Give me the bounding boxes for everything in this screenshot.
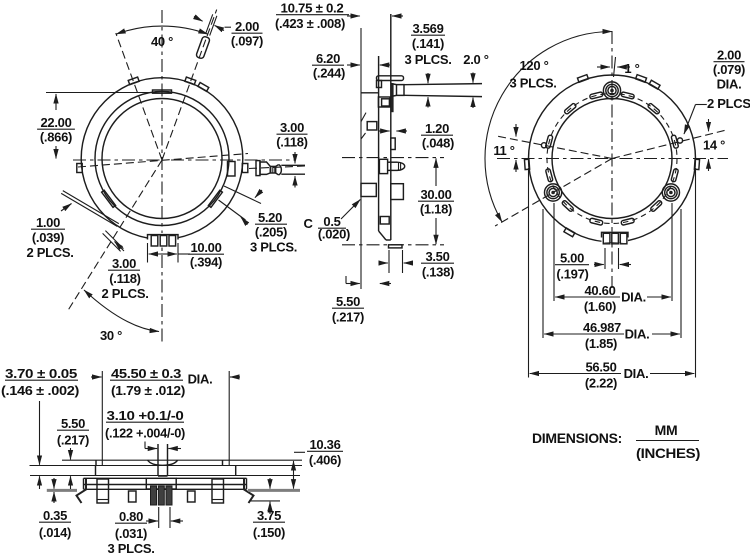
svg-text:2.00: 2.00	[235, 19, 259, 34]
svg-text:(.146 ± .002): (.146 ± .002)	[1, 383, 79, 398]
svg-text:5.50: 5.50	[336, 294, 360, 309]
svg-text:3.70 ± 0.05: 3.70 ± 0.05	[5, 366, 77, 381]
svg-text:(.031): (.031)	[115, 526, 147, 541]
svg-text:(.406): (.406)	[309, 453, 341, 468]
svg-text:C: C	[303, 216, 313, 231]
svg-text:3.00: 3.00	[280, 120, 304, 135]
svg-text:45.50 ± 0.3: 45.50 ± 0.3	[111, 366, 181, 381]
svg-text:(.079): (.079)	[713, 62, 745, 77]
svg-text:5.50: 5.50	[61, 416, 85, 431]
svg-text:(1.60): (1.60)	[584, 299, 616, 314]
svg-text:(.866): (.866)	[40, 130, 72, 145]
svg-text:(1.85): (1.85)	[585, 336, 617, 351]
svg-text:14 °: 14 °	[703, 138, 725, 153]
svg-text:(.150): (.150)	[253, 525, 285, 540]
svg-text:(.097): (.097)	[231, 34, 263, 49]
svg-text:3.50: 3.50	[425, 249, 449, 264]
svg-text:DIA.: DIA.	[624, 366, 649, 381]
svg-text:(.048): (.048)	[422, 136, 454, 151]
svg-text:0.5: 0.5	[323, 214, 340, 229]
svg-text:2 PLCS.: 2 PLCS.	[26, 245, 73, 260]
svg-text:6.20: 6.20	[316, 51, 340, 66]
svg-text:(.217): (.217)	[57, 433, 89, 448]
svg-text:1.00: 1.00	[36, 215, 60, 230]
svg-text:(.118): (.118)	[276, 135, 307, 150]
svg-text:(.197): (.197)	[556, 267, 588, 282]
svg-text:3.00: 3.00	[112, 256, 136, 271]
svg-text:2 PLCS.: 2 PLCS.	[707, 96, 750, 111]
svg-text:(.118): (.118)	[109, 271, 140, 286]
svg-text:DIA.: DIA.	[717, 77, 742, 92]
svg-text:46.987: 46.987	[583, 320, 621, 335]
svg-text:1.20: 1.20	[425, 121, 449, 136]
svg-text:(.039): (.039)	[32, 230, 64, 245]
svg-text:3.569: 3.569	[412, 21, 443, 36]
svg-text:DIA.: DIA.	[621, 290, 646, 305]
svg-text:5.20: 5.20	[258, 210, 282, 225]
svg-text:DIA.: DIA.	[625, 327, 650, 342]
svg-text:3 PLCS.: 3 PLCS.	[250, 240, 297, 255]
svg-text:DIA.: DIA.	[188, 372, 213, 387]
svg-text:56.50: 56.50	[585, 360, 616, 375]
svg-text:0.80: 0.80	[119, 509, 143, 524]
svg-text:40.60: 40.60	[584, 283, 615, 298]
svg-text:(.138): (.138)	[422, 265, 454, 280]
svg-text:(.394): (.394)	[190, 255, 222, 270]
svg-text:(.014): (.014)	[39, 525, 71, 540]
svg-text:(.141): (.141)	[412, 36, 444, 51]
svg-text:3.75: 3.75	[257, 508, 281, 523]
svg-text:(1.18): (1.18)	[420, 202, 452, 217]
svg-text:10.00: 10.00	[190, 240, 221, 255]
svg-text:10.75 ± 0.2: 10.75 ± 0.2	[281, 1, 344, 16]
svg-text:2.00: 2.00	[717, 48, 741, 63]
svg-text:2 PLCS.: 2 PLCS.	[101, 286, 148, 301]
svg-text:(.217): (.217)	[332, 310, 364, 325]
svg-text:3 PLCS.: 3 PLCS.	[107, 541, 154, 554]
svg-text:0.35: 0.35	[43, 508, 67, 523]
svg-text:(.244): (.244)	[313, 66, 345, 81]
svg-text:(INCHES): (INCHES)	[636, 445, 700, 461]
svg-text:3.10 +0.1/-0: 3.10 +0.1/-0	[107, 408, 184, 423]
svg-text:(.205): (.205)	[255, 225, 287, 240]
svg-text:3 PLCS.: 3 PLCS.	[404, 52, 451, 67]
svg-text:(2.22): (2.22)	[585, 376, 617, 391]
svg-text:MM: MM	[655, 422, 678, 438]
svg-text:30 °: 30 °	[100, 328, 122, 343]
svg-text:2.0 °: 2.0 °	[463, 52, 488, 67]
svg-text:(.122 +.004/-0): (.122 +.004/-0)	[105, 426, 185, 441]
svg-text:DIMENSIONS:: DIMENSIONS:	[532, 430, 622, 446]
svg-text:3 PLCS.: 3 PLCS.	[509, 76, 556, 91]
svg-text:(1.79 ± .012): (1.79 ± .012)	[111, 383, 185, 398]
svg-text:(.423 ± .008): (.423 ± .008)	[275, 16, 345, 31]
svg-text:30.00: 30.00	[420, 187, 451, 202]
svg-text:40 °: 40 °	[151, 34, 173, 49]
svg-text:1 °: 1 °	[624, 61, 639, 76]
svg-text:11 °: 11 °	[493, 143, 514, 158]
svg-text:22.00: 22.00	[40, 115, 71, 130]
svg-text:5.00: 5.00	[560, 251, 584, 266]
svg-text:10.36: 10.36	[309, 437, 340, 452]
svg-text:120 °: 120 °	[519, 58, 548, 73]
svg-text:(.020): (.020)	[318, 227, 350, 242]
